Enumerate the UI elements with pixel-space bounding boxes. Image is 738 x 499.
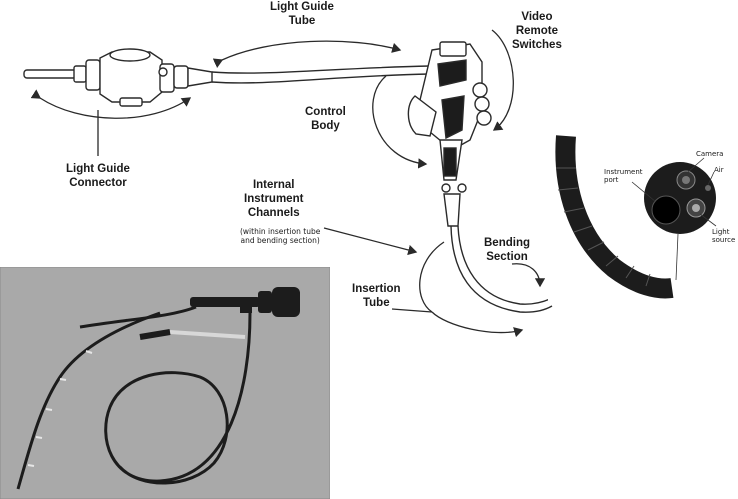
label-air: Air xyxy=(714,166,724,174)
label-line: Internal xyxy=(252,179,295,191)
label-light-source: Light source xyxy=(712,228,735,244)
label-line: Instrument xyxy=(244,193,304,205)
label-line: Light Guide xyxy=(270,1,334,13)
light-guide-tube-drawing xyxy=(211,65,431,74)
label-camera: Camera xyxy=(696,150,724,158)
label-control-body: Control Body xyxy=(305,105,346,133)
label-line: Tube xyxy=(288,15,316,27)
label-line: and bending section) xyxy=(240,236,320,245)
label-line: Video xyxy=(521,11,553,23)
insertion-tube-drawing xyxy=(450,225,553,313)
eyepiece-drawing xyxy=(190,287,300,317)
label-channels-note: (within insertion tube and bending secti… xyxy=(240,227,320,245)
insertion-tube-photo xyxy=(16,311,161,490)
label-line: Tube xyxy=(362,297,390,309)
air-port xyxy=(705,185,711,191)
label-line: Section xyxy=(486,251,528,263)
insertion-tube-arrow xyxy=(419,241,445,313)
label-internal-instrument-channels: Internal Instrument Channels xyxy=(244,178,303,220)
control-body-drawing xyxy=(407,41,492,227)
label-light-guide-connector: Light Guide Connector xyxy=(66,162,130,190)
label-light-guide-tube: Light Guide Tube xyxy=(270,0,334,28)
insertion-tube-arrow-lower xyxy=(431,311,524,338)
label-video-remote-switches: Video Remote Switches xyxy=(512,10,562,52)
label-line: Body xyxy=(311,120,340,132)
label-line: Light Guide xyxy=(66,163,130,175)
internal-channels-arrow xyxy=(323,227,418,256)
endoscope-photo xyxy=(0,267,330,499)
label-insertion-tube: Insertion Tube xyxy=(352,282,401,310)
light-guide-connector-arrow xyxy=(30,89,192,119)
instrument-port xyxy=(651,195,681,225)
label-line: Bending xyxy=(484,237,530,249)
label-line: Light xyxy=(712,228,730,236)
label-line: Control xyxy=(305,106,346,118)
label-line: (within insertion tube xyxy=(240,227,321,236)
video-remote-switches-arrow xyxy=(491,29,514,131)
label-line: Connector xyxy=(69,177,127,189)
label-line: Insertion xyxy=(352,283,401,295)
label-line: Switches xyxy=(512,39,562,51)
bending-section-arrow xyxy=(511,263,546,288)
label-bending-section: Bending Section xyxy=(484,236,530,264)
endoscope-tip-inset xyxy=(548,128,738,303)
control-body-arrow xyxy=(372,75,428,169)
label-line: source xyxy=(712,236,736,244)
label-instrument-port: Instrument port xyxy=(604,168,643,184)
cable-loop xyxy=(104,312,252,485)
light-guide-tube-arrow xyxy=(212,40,402,68)
label-line: Instrument xyxy=(604,168,643,176)
light-guide-connector-drawing xyxy=(23,48,213,107)
label-line: Remote xyxy=(515,25,559,37)
label-line: port xyxy=(604,176,619,184)
label-line: Channels xyxy=(247,207,300,219)
